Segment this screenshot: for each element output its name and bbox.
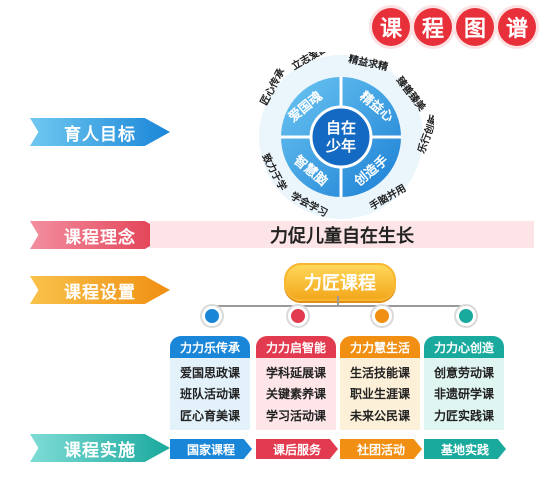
column-head: 力力心创造 xyxy=(424,336,504,358)
column-dot xyxy=(372,306,392,326)
goal-wheel: 自在 少年 爱国魂 精益心 创造手 智慧脑 匠心传承 立志爱国 精益求精 臻善臻… xyxy=(257,52,434,219)
course-item: 匠心育美课 xyxy=(179,408,240,423)
column-body: 创意劳动课 非遗研学课 力匠实践课 xyxy=(424,358,504,430)
implementation-tag: 社团活动 xyxy=(340,439,422,459)
wheel-center-line2: 少年 xyxy=(325,137,356,155)
course-item: 关键素养课 xyxy=(265,387,326,402)
philosophy-text: 力促儿童自在生长 xyxy=(150,221,534,248)
section-label-philosophy: 课程理念 xyxy=(30,221,170,249)
implementation-tag: 基地实践 xyxy=(424,439,506,459)
column-head: 力力慧生活 xyxy=(340,336,420,358)
wheel-center xyxy=(309,105,373,169)
title-char: 程 xyxy=(414,8,452,46)
title-char: 图 xyxy=(456,8,494,46)
course-item: 非遗研学课 xyxy=(433,387,494,402)
column-dot xyxy=(202,306,222,326)
curriculum-column: 力力乐传承 爱国思政课 班队活动课 匠心育美课 xyxy=(170,336,250,430)
curriculum-title: 力匠课程 xyxy=(284,263,396,301)
column-body: 学科延展课 关键素养课 学习活动课 xyxy=(256,358,336,430)
course-item: 职业生涯课 xyxy=(349,387,410,402)
course-item: 学科延展课 xyxy=(265,366,326,381)
curriculum-connector xyxy=(212,296,464,307)
curriculum-column: 力力心创造 创意劳动课 非遗研学课 力匠实践课 xyxy=(424,336,504,430)
page-title: 课 程 图 谱 xyxy=(372,8,550,56)
curriculum-column: 力力启智能 学科延展课 关键素养课 学习活动课 xyxy=(256,336,336,430)
course-item: 爱国思政课 xyxy=(179,366,240,381)
curriculum-column: 力力慧生活 生活技能课 职业生涯课 未来公民课 xyxy=(340,336,420,430)
section-label-goal: 育人目标 xyxy=(30,118,170,146)
column-head: 力力乐传承 xyxy=(170,336,250,358)
column-body: 爱国思政课 班队活动课 匠心育美课 xyxy=(170,358,250,430)
course-item: 力匠实践课 xyxy=(433,408,494,423)
wheel-center-line1: 自在 xyxy=(326,119,356,137)
section-label-implementation: 课程实施 xyxy=(30,434,170,462)
column-dot xyxy=(288,306,308,326)
section-label-setting: 课程设置 xyxy=(30,276,170,304)
column-dot xyxy=(456,306,476,326)
implementation-tag: 国家课程 xyxy=(170,439,252,459)
course-item: 学习活动课 xyxy=(265,408,326,423)
course-item: 未来公民课 xyxy=(349,408,410,423)
course-item: 生活技能课 xyxy=(349,366,410,381)
column-head: 力力启智能 xyxy=(256,336,336,358)
title-char: 课 xyxy=(372,8,410,46)
title-char: 谱 xyxy=(498,8,536,46)
implementation-tag: 课后服务 xyxy=(256,439,338,459)
course-item: 创意劳动课 xyxy=(433,366,494,381)
column-body: 生活技能课 职业生涯课 未来公民课 xyxy=(340,358,420,430)
course-item: 班队活动课 xyxy=(179,387,240,402)
